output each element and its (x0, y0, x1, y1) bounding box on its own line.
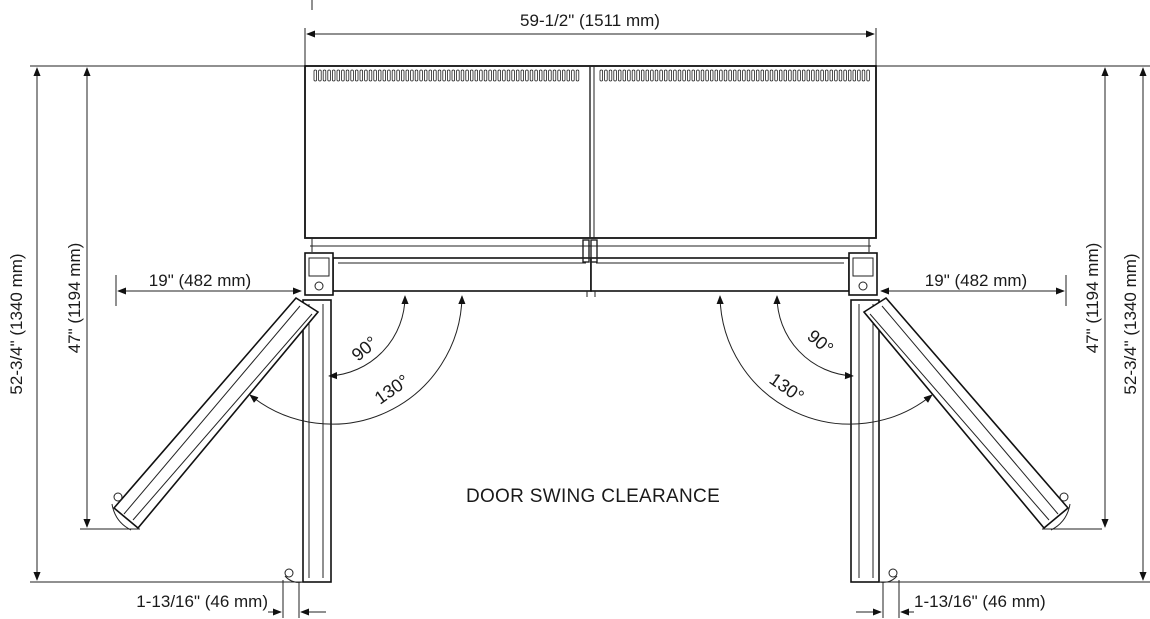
right-door-assembly: 90° 130° 19" (482 mm) 47" (1194 mm) 52-3… (716, 65, 1150, 618)
left-side-clearance-label: 1-13/16" (46 mm) (136, 592, 268, 611)
overall-width-label: 59-1/2" (1511 mm) (520, 11, 660, 30)
right-depth-inner-label: 47" (1194 mm) (1083, 243, 1102, 354)
right-door-width-label: 19" (482 mm) (925, 271, 1027, 290)
right-depth-outer-label: 52-3/4" (1340 mm) (1121, 253, 1140, 394)
left-angle-90-label: 90° (348, 332, 382, 365)
left-door-assembly: 90° 130° 19" (482 mm) 47" (1194 mm) 52-3… (7, 65, 466, 618)
vent-grille-right (599, 69, 870, 82)
right-door-130-degrees (862, 296, 1071, 531)
overall-width-dimension: 59-1/2" (1511 mm) (304, 0, 877, 66)
right-angle-90-label: 90° (803, 326, 837, 359)
left-angle-130-label: 130° (371, 371, 413, 409)
refrigerator-cabinet (304, 65, 878, 297)
left-depth-inner-label: 47" (1194 mm) (65, 243, 84, 354)
left-depth-outer-label: 52-3/4" (1340 mm) (7, 253, 26, 394)
diagram-caption: DOOR SWING CLEARANCE (466, 486, 720, 507)
right-angle-130-label: 130° (766, 369, 808, 407)
left-door-width-label: 19" (482 mm) (149, 271, 251, 290)
left-door-130-degrees (111, 296, 320, 531)
right-side-clearance-label: 1-13/16" (46 mm) (914, 592, 1046, 611)
vent-grille-left (313, 69, 580, 82)
